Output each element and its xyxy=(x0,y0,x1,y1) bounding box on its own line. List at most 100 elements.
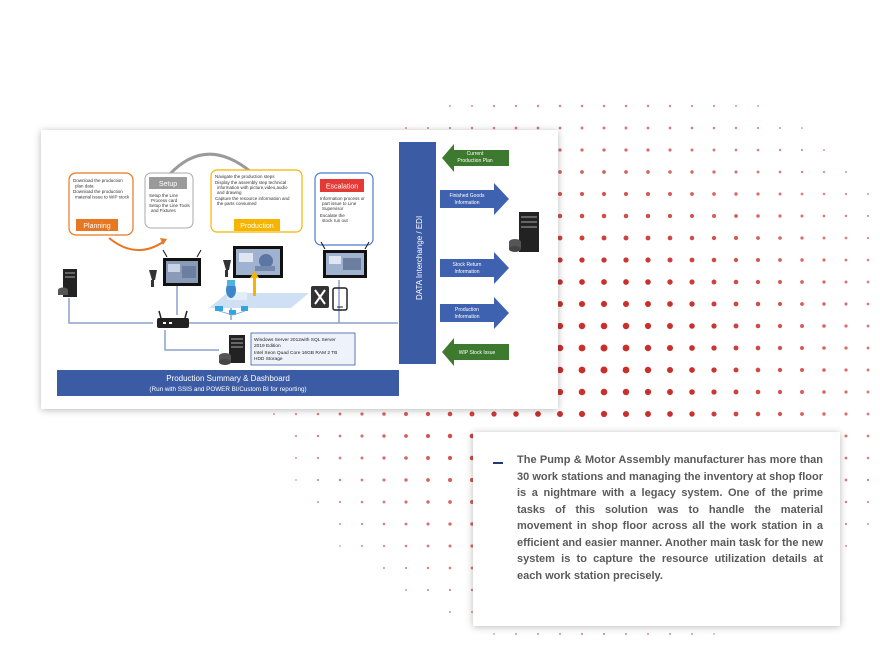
decorative-dot xyxy=(449,105,451,107)
decorative-dot xyxy=(624,126,628,130)
server-spec-line-2: 2019 Edition xyxy=(254,343,281,349)
decorative-dot xyxy=(733,411,739,417)
decorative-dot xyxy=(317,501,319,503)
decorative-dot xyxy=(755,345,761,351)
decorative-dot xyxy=(734,126,738,130)
decorative-dot xyxy=(822,236,826,240)
decorative-dot xyxy=(755,367,761,373)
decorative-dot xyxy=(405,127,407,129)
decorative-dot xyxy=(426,522,430,526)
decorative-dot xyxy=(645,301,651,307)
decorative-dot xyxy=(602,126,606,130)
decorative-dot xyxy=(557,235,563,241)
decorative-dot xyxy=(556,344,564,352)
decorative-dot xyxy=(866,434,870,438)
decorative-dot xyxy=(447,433,453,439)
decorative-dot xyxy=(778,148,782,152)
server-spec-line-3: Intel Xeon Quad Core 16GB RAM 2 TB xyxy=(254,350,337,356)
network-lines xyxy=(68,265,398,351)
escalation-label: Escalation xyxy=(326,184,358,191)
data-interchange-bar: DATA Interchange / EDI xyxy=(399,142,436,364)
decorative-dot xyxy=(579,213,585,219)
decorative-dot xyxy=(338,412,342,416)
decorative-dot xyxy=(689,345,695,351)
barcode-scanner-icon xyxy=(149,270,157,287)
decorative-dot xyxy=(470,588,474,592)
decorative-dot xyxy=(844,390,848,394)
decorative-dot xyxy=(800,214,804,218)
setup-note-4: and Fixtures xyxy=(151,208,177,213)
decorative-dot xyxy=(469,411,475,417)
production-monitor-icon xyxy=(233,246,283,278)
decorative-dot xyxy=(645,213,651,219)
decorative-dot xyxy=(711,323,717,329)
decorative-dot xyxy=(426,456,430,460)
decorative-dot xyxy=(644,322,652,330)
decorative-dot xyxy=(711,389,717,395)
decorative-dot xyxy=(689,323,695,329)
escalation-monitor-icon xyxy=(320,241,370,278)
decorative-dot xyxy=(447,411,453,417)
decorative-dot xyxy=(602,632,606,636)
decorative-dot xyxy=(712,104,716,108)
decorative-dot xyxy=(492,126,496,130)
decorative-dot xyxy=(470,610,474,614)
decorative-dot xyxy=(557,279,563,285)
flow-arrow-production-information: Production Information xyxy=(440,297,509,329)
decorative-dot xyxy=(273,413,275,415)
server-icon xyxy=(58,269,77,297)
decorative-dot xyxy=(733,367,739,373)
decorative-dot xyxy=(646,148,650,152)
decorative-dot xyxy=(844,324,848,328)
decorative-dot xyxy=(712,126,716,130)
decorative-dot xyxy=(579,279,585,285)
decorative-dot xyxy=(579,191,585,197)
decorative-dot xyxy=(360,456,364,460)
decorative-dot xyxy=(448,588,452,592)
flow-label: Finished Goods xyxy=(449,193,485,199)
decorative-dot xyxy=(734,170,738,174)
decorative-dot xyxy=(756,236,760,240)
decorative-dot xyxy=(733,301,739,307)
decorative-dot xyxy=(733,257,739,263)
flow-label: Production Plan xyxy=(457,158,493,164)
decorative-dot xyxy=(711,301,717,307)
decorative-dot xyxy=(338,434,342,438)
escalation-stage: Escalation Information process or part i… xyxy=(314,172,374,246)
summary-subtitle: (Run with SSIS and POWER BI/Custom BI fo… xyxy=(149,386,306,393)
escalation-note-4: Escalate the xyxy=(320,213,345,218)
decorative-dot xyxy=(601,191,607,197)
decorative-dot xyxy=(778,192,782,196)
decorative-dot xyxy=(382,544,386,548)
production-note-3: information with picture,video,audio xyxy=(217,185,288,190)
decorative-dot xyxy=(667,389,673,395)
decorative-dot xyxy=(734,214,738,218)
decorative-dot xyxy=(668,170,672,174)
decorative-dot xyxy=(646,126,650,130)
decorative-dot xyxy=(580,170,584,174)
decorative-dot xyxy=(338,500,342,504)
decorative-dot xyxy=(623,257,629,263)
description-text: The Pump & Motor Assembly manufacturer h… xyxy=(517,454,823,582)
decorative-dot xyxy=(867,523,869,525)
decorative-dot xyxy=(667,235,673,241)
decorative-dot xyxy=(844,412,848,416)
decorative-dot xyxy=(360,434,364,438)
decorative-dot xyxy=(711,235,717,241)
decorative-dot xyxy=(578,410,586,418)
decorative-dot xyxy=(844,346,848,350)
bullet-dash-icon xyxy=(493,462,503,464)
decorative-dot xyxy=(578,366,586,374)
decorative-dot xyxy=(448,522,452,526)
decorative-dot xyxy=(557,257,563,263)
decorative-dot xyxy=(822,170,826,174)
decorative-dot xyxy=(558,170,562,174)
decorative-dot xyxy=(668,632,672,636)
decorative-dot xyxy=(866,368,870,372)
decorative-dot xyxy=(624,148,628,152)
decorative-dot xyxy=(844,258,848,262)
decorative-dot xyxy=(733,389,739,395)
decorative-dot xyxy=(470,126,474,130)
description-card: The Pump & Motor Assembly manufacturer h… xyxy=(473,432,840,626)
decorative-dot xyxy=(778,236,782,240)
